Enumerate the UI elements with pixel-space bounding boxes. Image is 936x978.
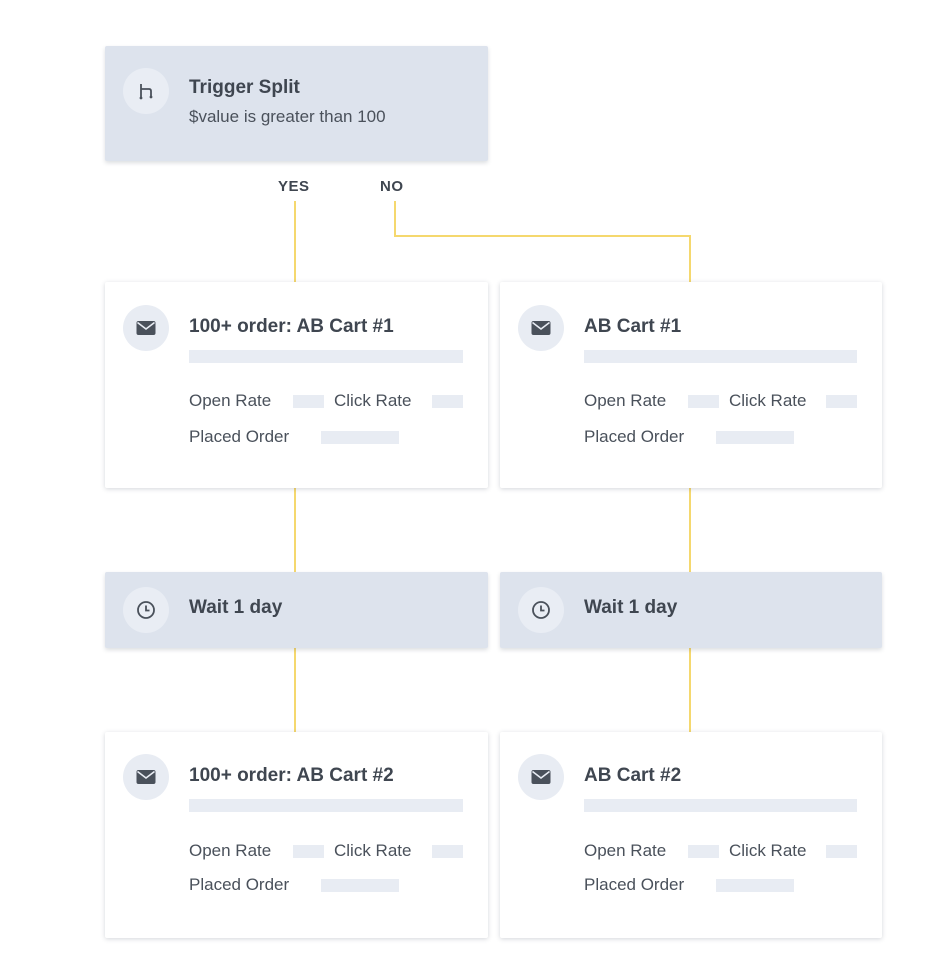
email-node[interactable]: 100+ order: AB Cart #2 Open Rate Click R… <box>105 732 488 938</box>
placed-order-value <box>716 879 794 892</box>
email-title: AB Cart #1 <box>584 316 682 337</box>
placed-order-value <box>321 879 399 892</box>
description-placeholder <box>584 799 857 812</box>
placed-order-label: Placed Order <box>189 427 290 446</box>
open-rate-value <box>688 395 719 408</box>
description-placeholder <box>189 799 463 812</box>
open-rate-label: Open Rate <box>189 391 272 410</box>
description-placeholder <box>584 350 857 363</box>
click-rate-label: Click Rate <box>729 391 807 410</box>
description-placeholder <box>189 350 463 363</box>
click-rate-value <box>826 845 857 858</box>
placed-order-label: Placed Order <box>189 875 290 894</box>
open-rate-value <box>293 395 324 408</box>
trigger-condition: $value is greater than 100 <box>189 107 386 126</box>
clock-icon <box>123 587 169 633</box>
envelope-icon <box>123 305 169 351</box>
open-rate-value <box>293 845 324 858</box>
split-icon <box>123 68 169 114</box>
open-rate-label: Open Rate <box>584 391 667 410</box>
click-rate-value <box>432 395 463 408</box>
placed-order-label: Placed Order <box>584 427 685 446</box>
trigger-split-node[interactable]: Trigger Split $value is greater than 100 <box>105 46 488 161</box>
click-rate-label: Click Rate <box>334 841 412 860</box>
email-title: 100+ order: AB Cart #1 <box>189 316 394 337</box>
wait-node[interactable]: Wait 1 day <box>500 572 882 648</box>
email-node[interactable]: AB Cart #1 Open Rate Click Rate Placed O… <box>500 282 882 488</box>
clock-icon <box>518 587 564 633</box>
envelope-icon <box>123 754 169 800</box>
open-rate-value <box>688 845 719 858</box>
open-rate-label: Open Rate <box>189 841 272 860</box>
click-rate-label: Click Rate <box>334 391 412 410</box>
placed-order-value <box>716 431 794 444</box>
wait-title: Wait 1 day <box>189 597 283 618</box>
click-rate-value <box>432 845 463 858</box>
placed-order-value <box>321 431 399 444</box>
click-rate-value <box>826 395 857 408</box>
trigger-title: Trigger Split <box>189 77 300 98</box>
connector-no <box>394 201 691 282</box>
branch-label-yes: YES <box>278 178 310 195</box>
email-title: AB Cart #2 <box>584 765 682 786</box>
open-rate-label: Open Rate <box>584 841 667 860</box>
email-title: 100+ order: AB Cart #2 <box>189 765 394 786</box>
envelope-icon <box>518 305 564 351</box>
wait-node[interactable]: Wait 1 day <box>105 572 488 648</box>
branch-label-no: NO <box>380 178 404 195</box>
wait-title: Wait 1 day <box>584 597 678 618</box>
email-node[interactable]: AB Cart #2 Open Rate Click Rate Placed O… <box>500 732 882 938</box>
click-rate-label: Click Rate <box>729 841 807 860</box>
email-node[interactable]: 100+ order: AB Cart #1 Open Rate Click R… <box>105 282 488 488</box>
envelope-icon <box>518 754 564 800</box>
placed-order-label: Placed Order <box>584 875 685 894</box>
